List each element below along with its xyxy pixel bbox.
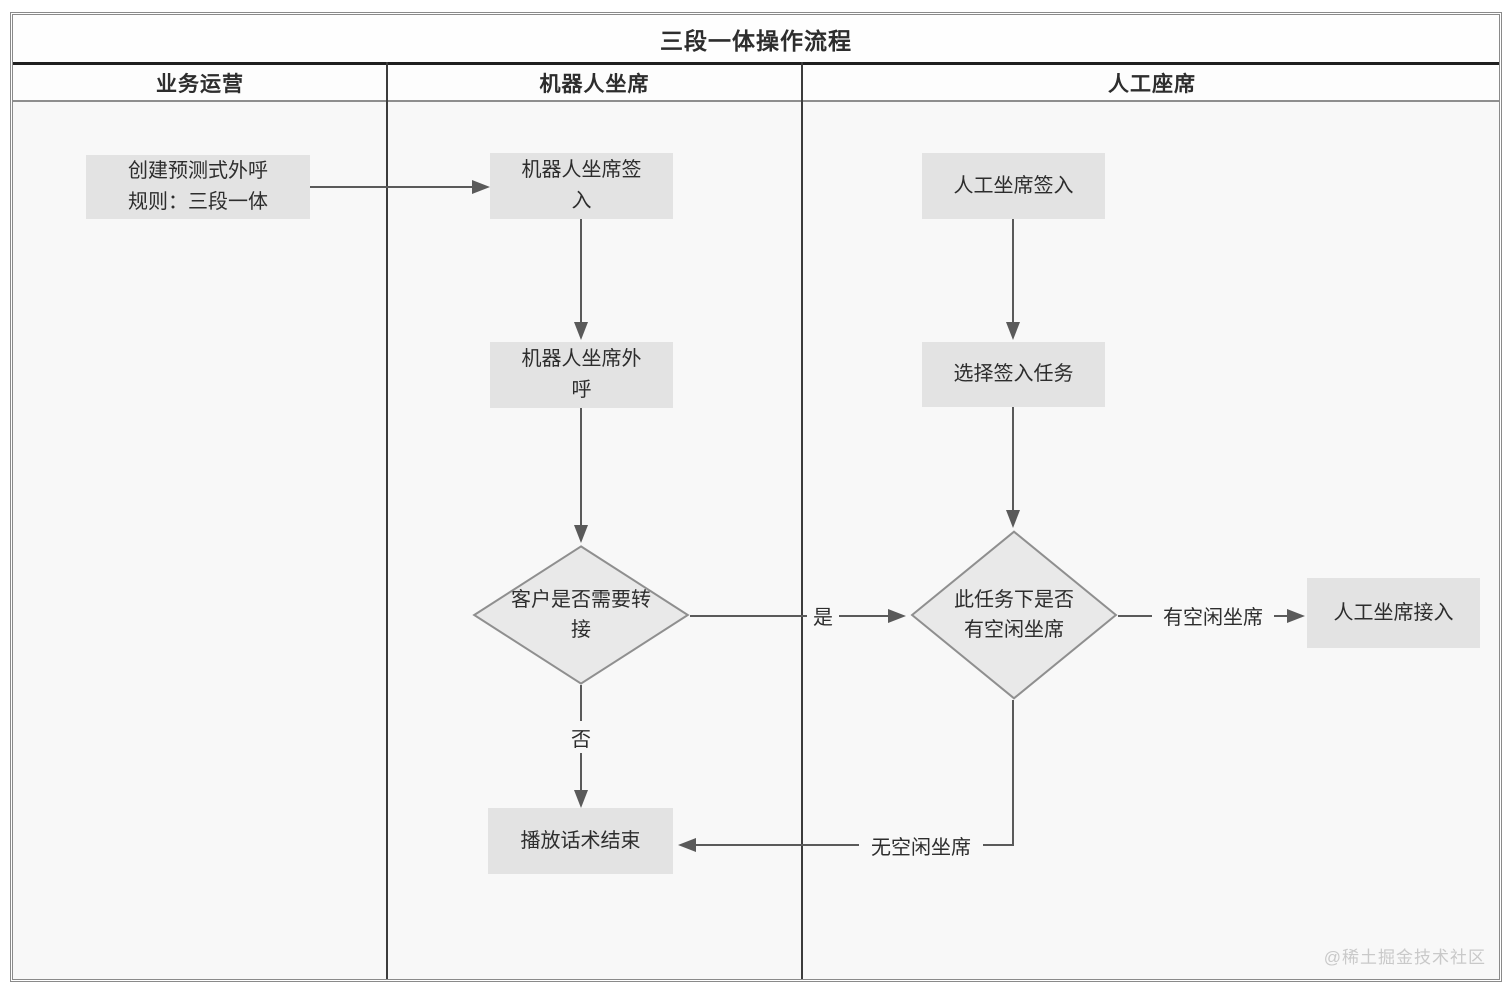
node-human-signin: 人工坐席签入 xyxy=(922,153,1105,219)
node-select-task: 选择签入任务 xyxy=(922,342,1105,407)
node-human-access: 人工坐席接入 xyxy=(1307,578,1480,648)
watermark-text: @稀土掘金技术社区 xyxy=(1323,948,1486,967)
diagram-title: 三段一体操作流程 xyxy=(13,15,1499,65)
arrowhead-right-icon xyxy=(472,180,490,194)
decision-transfer-label: 客户是否需要转 接 xyxy=(511,589,651,641)
decision-idle-agent: 此任务下是否 有空闲坐席 xyxy=(910,530,1118,700)
arrowhead-down-icon xyxy=(574,790,588,808)
flowchart-frame xyxy=(10,12,1502,982)
diamond-shape-icon xyxy=(472,545,690,685)
node-robot-outbound: 机器人坐席外 呼 xyxy=(490,342,673,408)
edge-human-signin-to-select-task xyxy=(1012,219,1014,322)
arrowhead-right-icon xyxy=(888,609,906,623)
arrowhead-down-icon xyxy=(1006,322,1020,340)
edge-select-task-to-idle-decision xyxy=(1012,407,1014,510)
edge-label-no-idle-agent: 无空闲坐席 xyxy=(859,829,983,861)
lane-header-human-agent: 人工座席 xyxy=(1108,72,1196,96)
lane-body-background xyxy=(13,102,1499,979)
edge-label-has-idle-agent: 有空闲坐席 xyxy=(1152,599,1274,631)
edge-outbound-to-transfer-decision xyxy=(580,408,582,525)
decision-idle-agent-label: 此任务下是否 有空闲坐席 xyxy=(954,589,1074,641)
lane-header-robot-agent: 机器人坐席 xyxy=(539,72,650,96)
arrowhead-right-icon xyxy=(1287,609,1305,623)
diamond-shape-icon xyxy=(910,530,1118,700)
node-create-rule: 创建预测式外呼 规则：三段一体 xyxy=(86,155,310,219)
edge-transfer-yes-to-idle-decision xyxy=(690,615,888,617)
arrowhead-down-icon xyxy=(1006,510,1020,528)
arrowhead-down-icon xyxy=(574,525,588,543)
edge-robot-signin-to-outbound xyxy=(580,219,582,322)
edge-idle-no-vertical xyxy=(1012,700,1014,846)
node-play-script-end: 播放话术结束 xyxy=(488,808,673,874)
node-robot-signin: 机器人坐席签 入 xyxy=(490,153,673,219)
edge-create-to-robot-signin xyxy=(310,186,472,188)
arrowhead-left-icon xyxy=(678,838,696,852)
edge-label-yes: 是 xyxy=(807,599,839,631)
decision-transfer-needed: 客户是否需要转 接 xyxy=(472,545,690,685)
lane-divider-1 xyxy=(386,62,388,979)
lane-header-business: 业务运营 xyxy=(156,72,244,96)
edge-idle-no-horizontal xyxy=(696,844,1014,846)
edge-label-no: 否 xyxy=(565,721,597,753)
arrowhead-down-icon xyxy=(574,322,588,340)
lane-header-band xyxy=(13,65,1499,102)
lane-divider-2 xyxy=(801,62,803,979)
